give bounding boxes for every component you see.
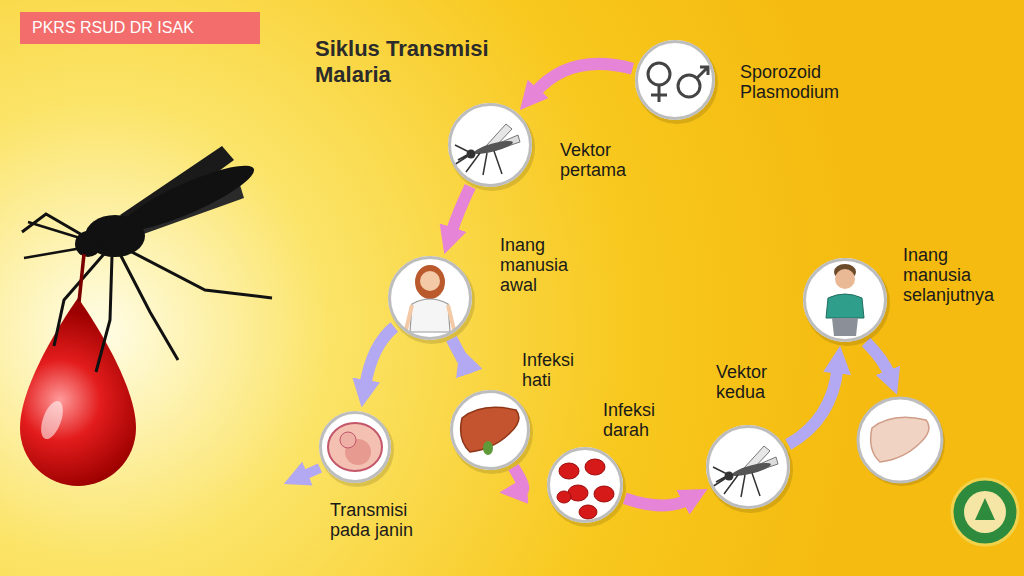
circle-outline [448, 103, 532, 187]
fetus-icon [340, 432, 356, 448]
liver-icon [858, 398, 942, 482]
stage-label: Vektor kedua [716, 362, 796, 402]
circle-outline [390, 258, 471, 339]
red-blood-cells [579, 505, 597, 519]
circle-outline [547, 447, 623, 523]
hospital-logo [952, 479, 1018, 545]
stage-label: Infeksi darah [603, 400, 683, 440]
man-figure [835, 269, 855, 289]
blood-drop [20, 298, 136, 486]
mosquito-icon [454, 124, 520, 175]
blood-drop [20, 298, 136, 486]
diagram-title: Siklus Transmisi Malaria [315, 36, 520, 89]
woman-figure [420, 271, 440, 291]
circle-outline [321, 413, 390, 482]
red-blood-cells [557, 491, 571, 503]
mosquito-silhouette [22, 214, 272, 372]
stage-circle: Transmisi pada janin [319, 411, 391, 483]
circle-disk [706, 425, 790, 509]
red-blood-cells [559, 463, 579, 479]
circle-outline [450, 105, 531, 186]
stage-circle: Inang manusia selanjutnya [803, 258, 887, 342]
circle-outline [388, 256, 472, 340]
circle-outline [708, 427, 789, 508]
transmission-arrow [625, 498, 688, 505]
gender-symbols [648, 63, 670, 85]
stage-circle: Infeksi hati [450, 390, 530, 470]
hospital-logo [975, 498, 995, 520]
woman-figure [410, 299, 450, 332]
circle-outline [706, 425, 790, 509]
circle-outline [635, 40, 715, 120]
circle-disk [547, 447, 623, 523]
woman-figure [406, 305, 454, 330]
transmission-band [866, 342, 890, 376]
man-figure [826, 294, 864, 318]
circle-disk [450, 390, 530, 470]
circle-outline [452, 392, 529, 469]
circle-outline [803, 258, 887, 342]
hospital-logo [964, 491, 1006, 533]
gender-symbols [697, 67, 708, 78]
stage-circle: Vektor kedua [706, 425, 790, 509]
circle-disk [319, 411, 391, 483]
transmission-arrow [451, 187, 470, 234]
liver-icon [871, 417, 929, 462]
woman-figure [415, 265, 445, 299]
transmission-arrow [514, 467, 524, 490]
fetus-icon [328, 423, 382, 471]
red-blood-cells [594, 486, 614, 502]
transmission-band [302, 468, 320, 476]
mosquito-icon [712, 446, 778, 497]
transmission-arrow [452, 339, 468, 368]
mosquito-silhouette [24, 222, 82, 258]
blood-drop [37, 398, 68, 442]
hospital-logo [952, 479, 1018, 545]
red-blood-cells [585, 459, 605, 475]
liver-icon [858, 398, 942, 482]
circle-disk [858, 398, 942, 482]
circle-outline [805, 260, 886, 341]
stage-label: Inang manusia awal [500, 235, 600, 295]
man-figure [832, 318, 858, 336]
gender-symbols [648, 63, 708, 102]
mosquito-silhouette [22, 146, 272, 372]
transmission-arrow [365, 327, 394, 386]
transmission-arrow [788, 368, 838, 445]
stage-label: Sporozoid Plasmodium [740, 62, 890, 102]
circle-outline [450, 390, 530, 470]
stage-label: Transmisi pada janin [330, 500, 430, 540]
red-blood-cells [557, 459, 614, 519]
stage-label: Infeksi hati [522, 350, 592, 390]
circle-outline [319, 411, 391, 483]
man-figure [826, 264, 864, 336]
woman-figure [406, 265, 454, 332]
mosquito-silhouette [79, 254, 84, 302]
stage-circle: Inang manusia awal [388, 256, 472, 340]
circle-disk [635, 40, 715, 120]
stage-label: Vektor pertama [560, 140, 660, 180]
circle-outline [637, 42, 714, 119]
circle-disk [319, 40, 942, 523]
stage-label: Inang manusia selanjutnya [903, 245, 1015, 305]
circle-disk [448, 103, 532, 187]
header-banner: PKRS RSUD DR ISAK [20, 12, 260, 44]
gender-symbols [678, 75, 700, 97]
stage-circle: Sporozoid Plasmodium [635, 40, 715, 120]
gender-symbols [651, 85, 667, 102]
liver-icon [483, 441, 493, 455]
circle-disk [388, 256, 472, 340]
transmission-arrow [534, 64, 632, 94]
circle-shadow [320, 42, 945, 527]
fetus-icon [328, 423, 382, 471]
circle-disk [803, 258, 887, 342]
stage-circle: Infeksi darah [547, 447, 623, 523]
stage-circle: Vektor pertama [448, 103, 532, 187]
liver-icon [461, 407, 519, 455]
circle-outline [549, 449, 622, 522]
banner-text: PKRS RSUD DR ISAK [32, 19, 194, 37]
